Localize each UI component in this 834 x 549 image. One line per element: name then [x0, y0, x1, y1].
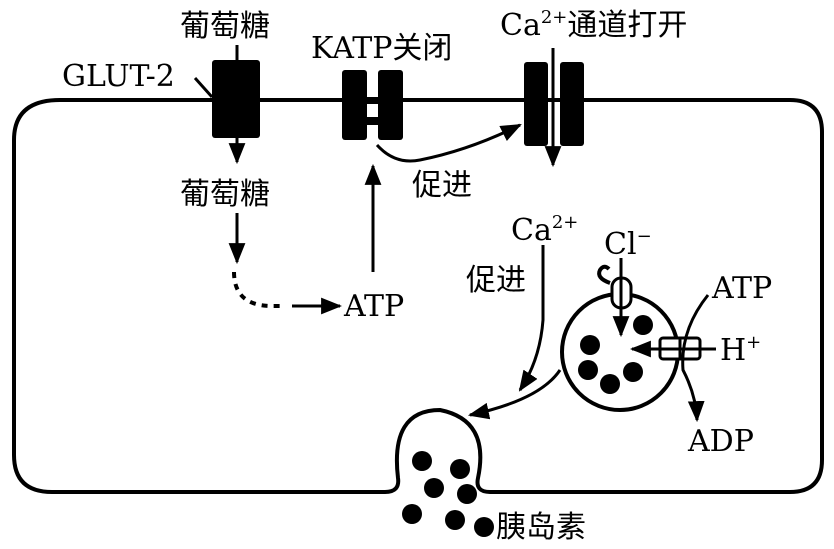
cl-text: Cl	[604, 227, 637, 262]
katp-channel	[342, 70, 403, 140]
label-glut2: GLUT-2	[62, 59, 175, 94]
label-promote-2: 促进	[466, 263, 526, 298]
cell-membrane	[12, 98, 824, 494]
ca-channel-text: 通道打开	[567, 8, 687, 43]
vesicle-to-membrane-arrow	[467, 369, 562, 420]
katp-text: KATP关闭	[311, 31, 452, 66]
ca-text: Ca	[500, 8, 541, 43]
ca-channel	[524, 48, 584, 168]
label-h-ion: H+	[720, 332, 761, 368]
label-ca-channel-open: Ca2+通道打开	[500, 7, 687, 43]
glut2-transporter	[193, 45, 260, 165]
promote-arrow-katp-to-ca	[375, 123, 522, 163]
proton-pump	[629, 294, 716, 423]
ca-promote-arrow	[518, 245, 545, 392]
h-superscript: +	[746, 332, 761, 353]
label-cl: Cl−	[604, 226, 652, 262]
label-ca-inside: Ca2+	[511, 212, 578, 248]
label-katp-closed: KATP关闭	[311, 31, 452, 66]
ca-inside-text: Ca	[511, 213, 552, 248]
label-insulin: 胰岛素	[496, 510, 586, 545]
label-glucose-outside: 葡萄糖	[180, 9, 270, 44]
label-glucose-inside: 葡萄糖	[180, 177, 270, 212]
insulin-granules	[402, 451, 494, 537]
ca-inside-superscript: 2+	[552, 212, 579, 233]
metabolism-dashed-path	[232, 271, 285, 308]
cl-superscript: −	[637, 226, 652, 247]
label-atp-center: ATP	[343, 289, 404, 324]
cl-channel	[597, 258, 633, 338]
label-atp-right: ATP	[711, 271, 772, 306]
ca-superscript: 2+	[541, 7, 568, 28]
label-adp: ADP	[687, 424, 754, 459]
h-text: H	[720, 333, 746, 368]
label-promote-1: 促进	[412, 168, 472, 203]
